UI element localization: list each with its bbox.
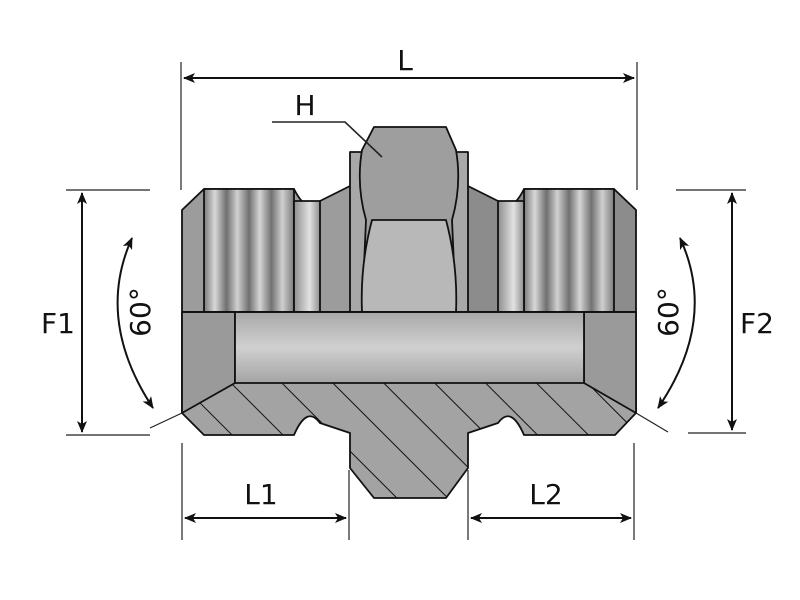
dimension-f2: F2 60° [635, 189, 774, 434]
dimension-f1: F1 60° [41, 189, 183, 436]
bore [234, 311, 585, 384]
upper-body [181, 126, 637, 313]
dimension-l2: L2 [467, 443, 635, 540]
label-l1: L1 [244, 478, 277, 511]
right-thread [523, 188, 615, 313]
dimension-l: L [180, 44, 638, 190]
label-h: H [294, 89, 315, 122]
dimension-l1: L1 [181, 443, 350, 540]
label-f2: F2 [740, 307, 774, 340]
label-angle-left: 60° [124, 287, 157, 337]
lower-section [181, 311, 637, 499]
left-thread [203, 188, 295, 313]
label-f1: F1 [41, 307, 75, 340]
label-angle-right: 60° [652, 287, 685, 337]
dimension-h: H [272, 89, 383, 158]
label-l2: L2 [529, 478, 562, 511]
label-l: L [397, 44, 413, 77]
